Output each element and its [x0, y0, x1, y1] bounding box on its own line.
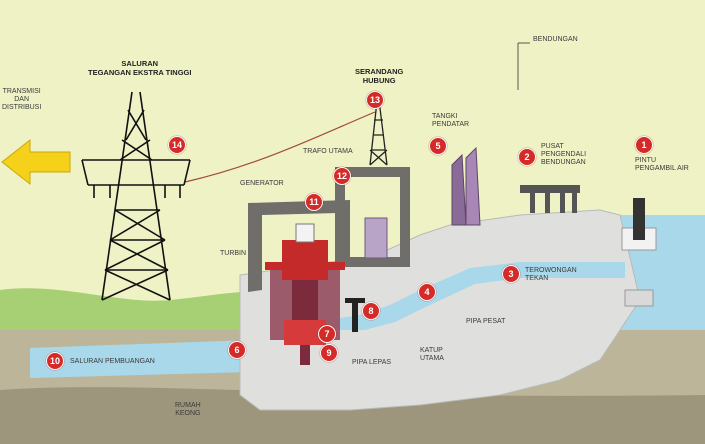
control-center-roof — [520, 185, 580, 193]
generator — [282, 240, 328, 280]
label-bendungan: BENDUNGAN — [533, 36, 578, 44]
marker-7: 7 — [318, 325, 336, 343]
marker-11: 11 — [305, 193, 323, 211]
marker-4: 4 — [418, 283, 436, 301]
transformer — [365, 218, 387, 258]
marker-10: 10 — [46, 352, 64, 370]
marker-1: 1 — [635, 136, 653, 154]
label-pipa-lepas: PIPA LEPAS — [352, 359, 391, 367]
intake-gate — [633, 198, 645, 240]
marker-8: 8 — [362, 302, 380, 320]
marker-3: 3 — [502, 265, 520, 283]
marker-2: 2 — [518, 148, 536, 166]
marker-14: 14 — [168, 136, 186, 154]
label-turbin: TURBIN — [220, 250, 246, 258]
label-trafo: TRAFO UTAMA — [303, 148, 353, 156]
label-pipa-pesat: PIPA PESAT — [466, 318, 505, 326]
marker-12: 12 — [333, 167, 351, 185]
marker-13: 13 — [366, 91, 384, 109]
label-generator: GENERATOR — [240, 180, 284, 188]
generator-top — [296, 224, 314, 242]
main-valve — [352, 302, 358, 332]
marker-6: 6 — [228, 341, 246, 359]
marker-5: 5 — [429, 137, 447, 155]
marker-9: 9 — [320, 344, 338, 362]
label-saluran-pembuangan: SALURAN PEMBUANGAN — [70, 358, 155, 366]
